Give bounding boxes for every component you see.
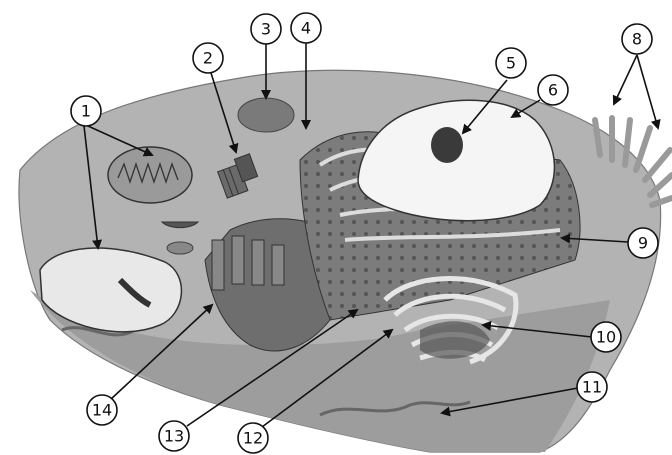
label-1: 1 [71, 96, 101, 126]
svg-text:3: 3 [261, 20, 271, 39]
label-10: 10 [591, 322, 621, 352]
svg-text:9: 9 [638, 234, 648, 253]
label-13: 13 [159, 421, 189, 451]
label-8: 8 [622, 24, 652, 54]
label-3: 3 [251, 14, 281, 44]
svg-text:13: 13 [164, 427, 184, 446]
svg-text:6: 6 [548, 81, 558, 100]
svg-text:11: 11 [582, 378, 602, 397]
label-5: 5 [496, 48, 526, 78]
lysosome [238, 98, 294, 132]
svg-text:8: 8 [632, 30, 642, 49]
label-2: 2 [193, 43, 223, 73]
nucleolus [431, 127, 463, 163]
label-14: 14 [87, 395, 117, 425]
svg-text:2: 2 [203, 49, 213, 68]
label-6: 6 [538, 75, 568, 105]
svg-text:14: 14 [92, 401, 112, 420]
svg-text:10: 10 [596, 328, 616, 347]
label-9: 9 [628, 228, 658, 258]
svg-text:4: 4 [301, 19, 311, 38]
svg-text:5: 5 [506, 54, 516, 73]
svg-text:1: 1 [81, 102, 91, 121]
label-4: 4 [291, 13, 321, 43]
svg-text:12: 12 [243, 429, 263, 448]
vesicle [167, 242, 193, 254]
label-12: 12 [238, 423, 268, 453]
mitochondrion-upper [108, 147, 192, 203]
label-11: 11 [577, 372, 607, 402]
